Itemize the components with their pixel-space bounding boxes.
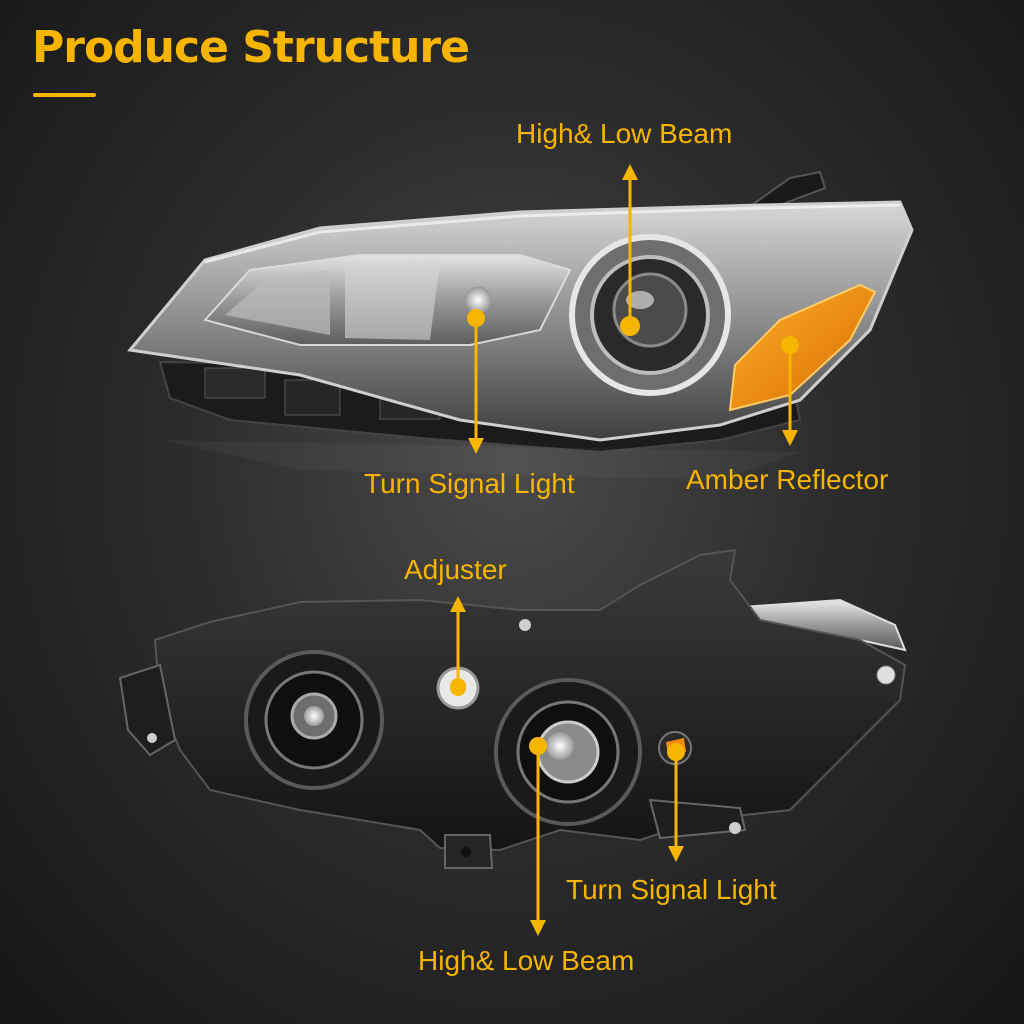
label-adjuster: Adjuster <box>404 554 507 585</box>
label-front-turn-signal: Turn Signal Light <box>364 468 575 499</box>
front-headlight <box>127 170 914 480</box>
label-amber-reflector: Amber Reflector <box>686 464 889 495</box>
callout-arrows <box>450 164 799 936</box>
title-underline <box>33 93 96 97</box>
label-front-high-low-beam: High& Low Beam <box>516 118 733 149</box>
label-rear-turn-signal: Turn Signal Light <box>566 874 777 905</box>
rear-headlight <box>118 548 907 869</box>
label-rear-high-low-beam: High& Low Beam <box>418 945 635 976</box>
page-title: Produce Structure <box>32 22 470 73</box>
